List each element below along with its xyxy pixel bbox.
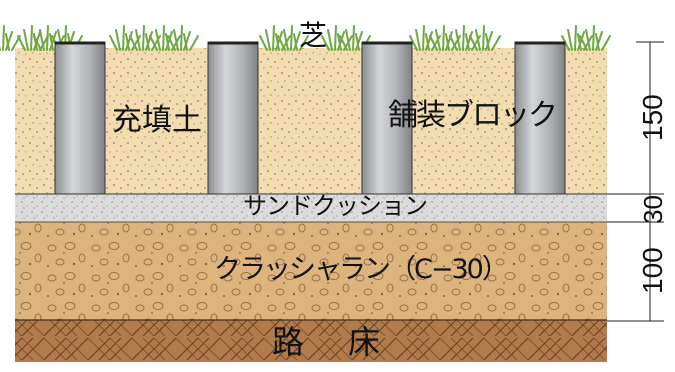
grass-layer	[0, 25, 611, 51]
paving-block-label: 舗装ブロック	[388, 98, 558, 133]
fill-soil-layer	[15, 48, 607, 194]
sand-cushion-dimension: 30	[638, 195, 668, 224]
subgrade-layer	[15, 319, 607, 362]
block-height-dimension: 150	[637, 94, 668, 141]
subgrade-label: 路 床	[272, 323, 387, 361]
sand-cushion-label: サンドクッション	[243, 192, 428, 220]
grass-label: 芝	[299, 19, 328, 52]
crusher-run-layer	[15, 221, 607, 320]
sand-cushion-layer	[15, 193, 607, 222]
paving-block	[514, 41, 566, 195]
dimension-lines	[607, 41, 664, 322]
fill-soil-label: 充填土	[112, 103, 202, 138]
crusher-run-dimension: 100	[637, 247, 668, 294]
paving-block	[54, 41, 106, 195]
paving-block	[207, 41, 259, 195]
crusher-run-label: クラッシャラン（C−30）	[214, 254, 509, 285]
